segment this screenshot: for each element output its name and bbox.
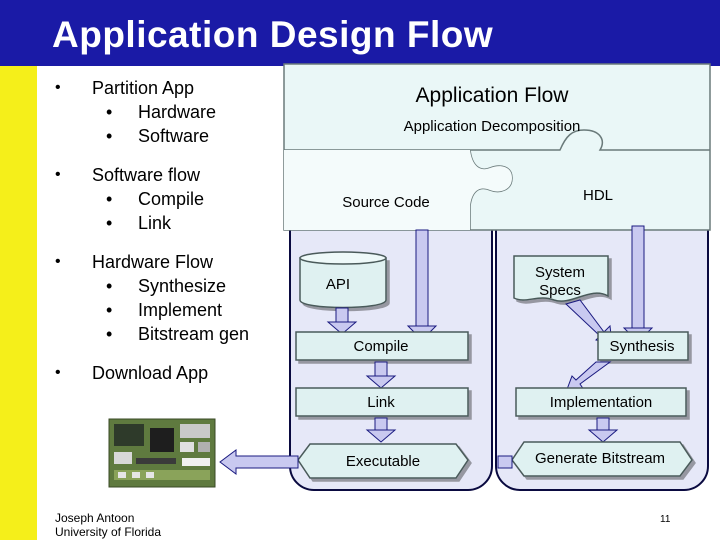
sub-bullet-marker: • — [106, 324, 113, 344]
bullet-title: Software flow — [92, 165, 201, 185]
bullet-download-app: • Download App — [55, 361, 295, 385]
sub-bullet-text: Synthesize — [138, 276, 227, 296]
synthesis-box — [597, 331, 689, 361]
bullet-marker: • — [55, 79, 61, 96]
author-credit: Joseph Antoon University of Florida — [55, 511, 161, 539]
sub-bullet: • Synthesize — [92, 274, 295, 298]
bullet-hardware-flow: • Hardware Flow • Synthesize • Implement •… — [55, 250, 295, 346]
bullet-marker: • — [55, 166, 61, 183]
page-number: 11 — [660, 514, 671, 525]
generate-bitstream-label: Generate Bitstream — [534, 450, 666, 467]
decomposition-label: Application Decomposition — [403, 118, 581, 135]
api-cylinder — [299, 257, 387, 309]
sub-bullet-marker: • — [106, 276, 113, 296]
link-label: Link — [367, 394, 395, 411]
sub-bullet: • Link — [92, 211, 295, 235]
implementation-label: Implementation — [549, 394, 653, 411]
sub-bullet: • Bitstream gen — [92, 322, 295, 346]
bullet-title: Partition App — [92, 78, 195, 98]
source-code-piece — [284, 150, 512, 230]
synthesis-label: Synthesis — [609, 338, 675, 355]
sub-bullet-marker: • — [106, 213, 113, 233]
sub-bullet: • Hardware — [92, 100, 295, 124]
bullet-partition-app: • Partition App • Hardware • Software — [55, 76, 295, 148]
compile-box — [295, 331, 469, 361]
api-cylinder-top — [299, 251, 387, 265]
sub-bullet-text: Compile — [138, 189, 205, 209]
executable-label: Executable — [345, 453, 421, 470]
arrow-compile-to-link-head — [365, 375, 397, 389]
sub-bullet-text: Bitstream gen — [138, 324, 250, 344]
hdl-label: HDL — [582, 187, 614, 204]
arrow-api-to-compile-head — [326, 321, 358, 335]
bullet-marker: • — [55, 253, 61, 270]
sub-bullet-text: Link — [138, 213, 172, 233]
bullet-marker: • — [55, 364, 61, 381]
source-code-label: Source Code — [342, 194, 430, 211]
side-accent-bar — [0, 66, 37, 540]
fpga-board-image — [108, 418, 216, 488]
download-arrow — [219, 449, 513, 475]
system-specs-scroll — [513, 255, 609, 302]
arrow-link-to-executable-head — [365, 429, 397, 443]
arrow-hdl-to-synthesis — [631, 225, 645, 331]
title-band — [0, 0, 720, 66]
bullet-title: Download App — [92, 363, 209, 383]
api-label: API — [325, 276, 351, 293]
sub-bullet-text: Software — [138, 126, 210, 146]
author-name: Joseph Antoon — [55, 511, 135, 525]
arrow-implementation-to-bitstream-head — [587, 429, 619, 443]
arrow-source-to-compile — [415, 229, 429, 329]
bullet-software-flow: • Software flow • Compile • Link — [55, 163, 295, 235]
sub-bullet-marker: • — [106, 102, 113, 122]
sub-bullet-marker: • — [106, 189, 113, 209]
sub-bullet: • Software — [92, 124, 295, 148]
link-box — [295, 387, 469, 417]
bullet-title: Hardware Flow — [92, 252, 214, 272]
bullet-list: • Partition App • Hardware • Software • So… — [55, 76, 295, 400]
slide-title: Application Design Flow — [52, 14, 494, 55]
system-specs-label: System Specs — [534, 264, 585, 299]
sub-bullet: • Compile — [92, 187, 295, 211]
compile-label: Compile — [353, 338, 409, 355]
implementation-box — [515, 387, 687, 417]
author-affiliation: University of Florida — [55, 525, 162, 539]
sub-bullet: • Implement — [92, 298, 295, 322]
diagram-title: Application Flow — [415, 84, 569, 107]
sub-bullet-marker: • — [106, 126, 113, 146]
sub-bullet-text: Hardware — [138, 102, 217, 122]
sub-bullet-marker: • — [106, 300, 113, 320]
sub-bullet-text: Implement — [138, 300, 223, 320]
